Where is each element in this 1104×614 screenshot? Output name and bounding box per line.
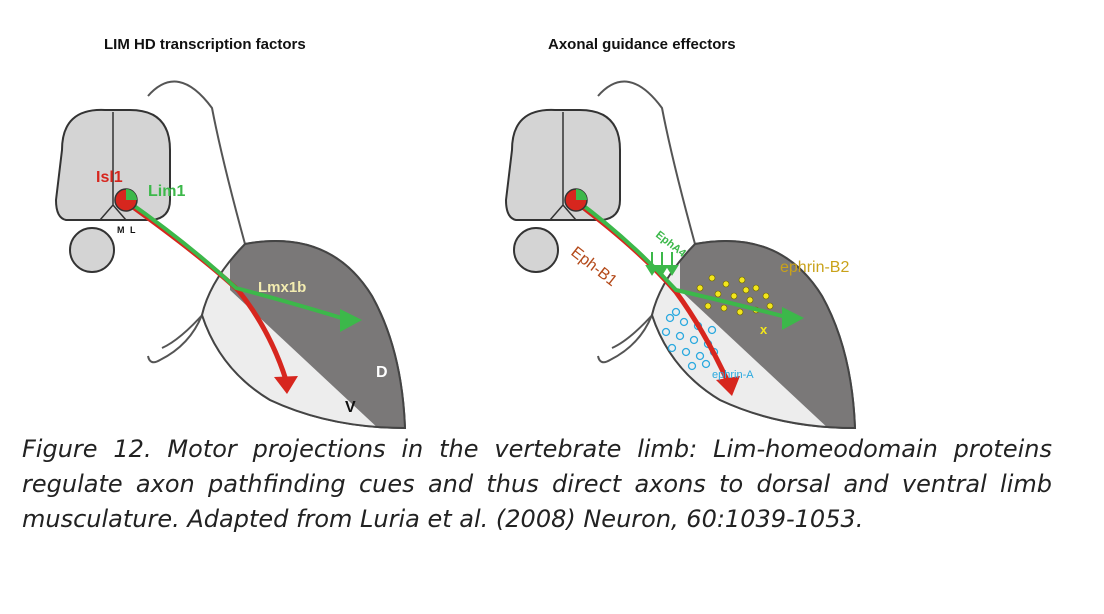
green-axon-arrowhead xyxy=(340,309,362,332)
notochord xyxy=(69,227,115,273)
lim1-label: Lim1 xyxy=(148,183,185,200)
red-axon-arrowhead xyxy=(274,376,298,394)
right-panel-title: Axonal guidance effectors xyxy=(548,36,736,53)
red-axon-arrowhead-right xyxy=(716,376,740,396)
green-axon-dorsal-right xyxy=(574,198,791,320)
right-panel: Eph-B1 EphA4 ephrin-B2 ephrin-A x xyxy=(504,80,857,430)
ephrin-a-label: ephrin-A xyxy=(712,369,754,381)
ephrin-b2-dots xyxy=(696,274,774,316)
isl1-label: Isl1 xyxy=(96,169,123,186)
ventral-label: V xyxy=(345,399,356,416)
epha4-label: EphA4 xyxy=(653,229,689,260)
green-axon-arrowhead-right xyxy=(782,307,804,330)
lmx1b-label: Lmx1b xyxy=(258,279,306,296)
notochord-right xyxy=(513,227,559,273)
lateral-label: L xyxy=(130,225,136,235)
epha4-arrows xyxy=(645,252,679,276)
figure-caption: Figure 12. Motor projections in the vert… xyxy=(22,435,1052,533)
x-mark-label: x xyxy=(760,322,768,337)
left-panel-title: LIM HD transcription factors xyxy=(104,36,306,53)
green-axon-dorsal xyxy=(124,198,349,322)
motor-projection-diagram: Isl1 Lim1 M L Lmx1b D V xyxy=(54,80,857,430)
left-panel: Isl1 Lim1 M L Lmx1b D V xyxy=(54,80,407,430)
medial-label: M xyxy=(117,225,125,235)
dorsal-label: D xyxy=(376,364,388,381)
eph-b1-label: Eph-B1 xyxy=(568,244,621,290)
ephrin-b2-label: ephrin-B2 xyxy=(780,259,849,276)
